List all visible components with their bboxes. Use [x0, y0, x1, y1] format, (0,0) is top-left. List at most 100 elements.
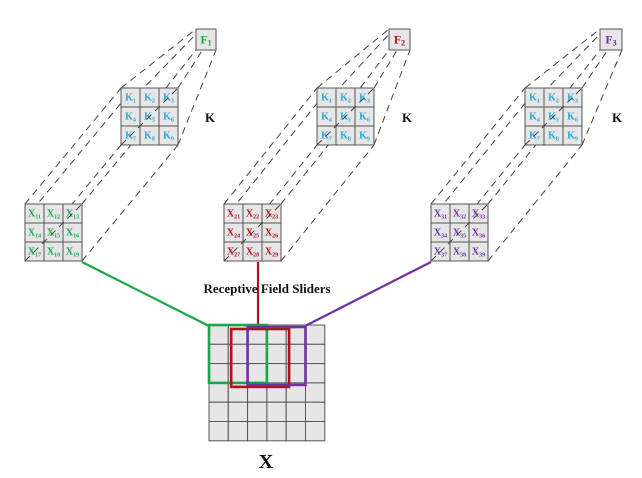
input-cell: [305, 421, 326, 442]
kernel-value: K8: [144, 131, 155, 143]
patch-value: X31: [434, 209, 447, 221]
kernel-value: K7: [125, 131, 136, 143]
input-cell: [266, 343, 287, 365]
input-cell: [208, 343, 229, 365]
projection-dash: [137, 31, 199, 95]
kernel-value: K3: [359, 93, 370, 105]
input-cell: [208, 363, 229, 384]
projection-dash: [316, 49, 390, 146]
kernel-value: K7: [529, 131, 540, 143]
patch-value: X24: [227, 228, 240, 240]
kernel-value: K6: [567, 112, 578, 124]
patch-value: X36: [472, 228, 485, 240]
input-cell: [305, 343, 326, 365]
kernel-value: K5: [340, 112, 351, 124]
patch-cell: [468, 241, 489, 262]
patch-value: X28: [246, 247, 259, 259]
patch-value: X35: [453, 228, 466, 240]
projection-dash: [31, 94, 129, 212]
receptive-field-connector: [81, 261, 210, 327]
projection-dash: [373, 49, 411, 146]
input-cell: [227, 401, 249, 423]
kernel-diagonal-dash: [316, 87, 375, 146]
input-cell: [305, 382, 326, 403]
patch-value: X38: [453, 247, 466, 259]
projection-dash: [24, 87, 122, 205]
kernel-value: K1: [125, 93, 136, 105]
projection-dash: [430, 87, 526, 205]
input-cell: [305, 401, 326, 423]
filter-label: F1: [200, 33, 211, 48]
patch-cell: [62, 241, 83, 262]
kernel-value: K2: [144, 93, 155, 105]
projection-dash: [541, 31, 603, 95]
patch-value: X25: [246, 228, 259, 240]
patch-value: X29: [265, 247, 278, 259]
projection-dash: [524, 28, 601, 89]
patch-value: X18: [47, 247, 60, 259]
receptive-field-connector: [304, 261, 432, 327]
patch-value: X14: [28, 228, 41, 240]
kernel-cell: [354, 125, 375, 146]
kernel-value: K2: [548, 93, 559, 105]
patch-value: X12: [47, 209, 60, 221]
kernel-cell: [158, 125, 179, 146]
patch-cell: [261, 241, 282, 262]
receptive-field-window-3: [246, 325, 307, 387]
kernel-value: K6: [359, 112, 370, 124]
patch-diagonal-dash: [430, 203, 489, 262]
input-cell: [266, 401, 287, 423]
projection-dash: [437, 94, 533, 212]
input-cell: [305, 363, 326, 384]
projection-dash: [581, 49, 623, 146]
kernel-value: K8: [548, 131, 559, 143]
kernel-value: K1: [321, 93, 332, 105]
kernel-value: K8: [340, 131, 351, 143]
input-cell: [208, 401, 229, 423]
kernel-value: K5: [144, 112, 155, 124]
kernel-label: K: [402, 110, 413, 125]
kernel-diagonal-dash: [120, 87, 179, 146]
kernel-value: K3: [163, 93, 174, 105]
input-grid: [208, 324, 326, 442]
kernel-value: K9: [359, 131, 370, 143]
input-cell: [208, 382, 229, 403]
kernel-value: K9: [163, 131, 174, 143]
input-cell: [285, 421, 307, 442]
input-cell: [227, 421, 249, 442]
input-cell: [247, 421, 268, 442]
kernel-value: K7: [321, 131, 332, 143]
kernel-diagonal-dash: [524, 87, 583, 146]
patch-value: X11: [28, 209, 41, 221]
kernel-value: K1: [529, 93, 540, 105]
patch-value: X15: [47, 228, 60, 240]
patch-value: X39: [472, 247, 485, 259]
input-cell: [208, 421, 229, 442]
projection-dash: [333, 31, 392, 95]
input-cell: [208, 324, 229, 345]
input-cell: [247, 363, 268, 384]
projection-dash: [177, 49, 217, 146]
kernel-value: K5: [548, 112, 559, 124]
kernel-value: K6: [163, 112, 174, 124]
kernel-label: K: [612, 110, 623, 125]
patch-value: X26: [265, 228, 278, 240]
patch-value: X34: [434, 228, 447, 240]
kernel-cell: [562, 125, 583, 146]
projection-dash: [487, 144, 583, 262]
input-cell: [305, 324, 326, 345]
projection-dash: [223, 87, 318, 205]
filter-output-box: [599, 28, 623, 51]
filter-output-box: [388, 28, 411, 51]
kernel-value: K9: [567, 131, 578, 143]
kernel-value: K4: [125, 112, 136, 124]
patch-value: X32: [453, 209, 466, 221]
